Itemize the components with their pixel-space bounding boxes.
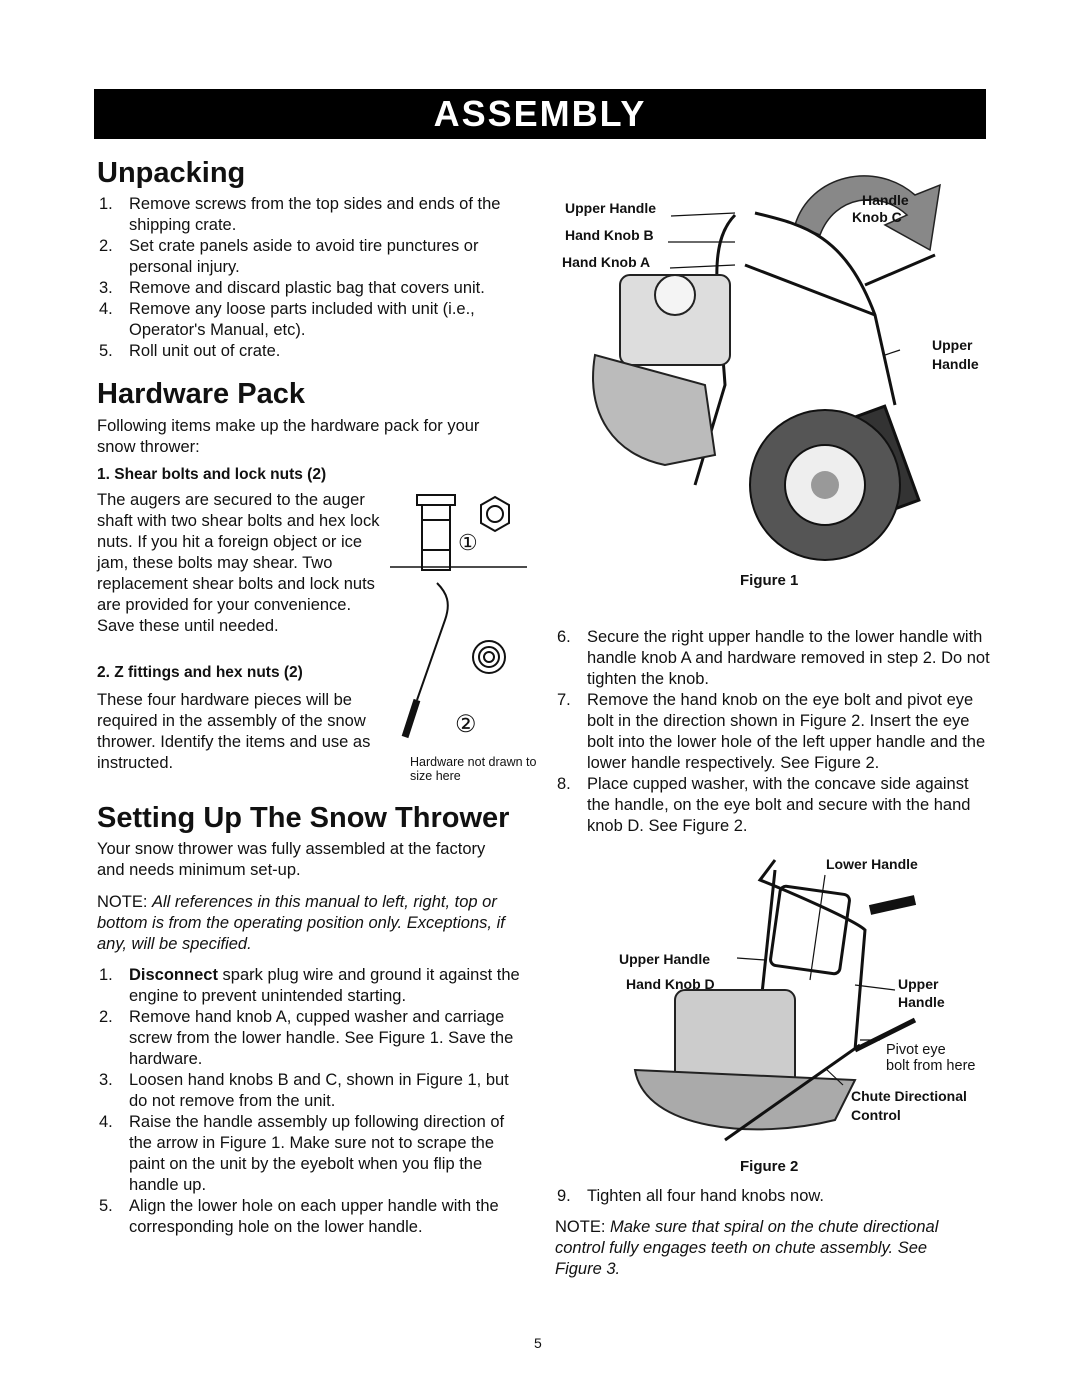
figure-2-caption: Figure 2 (740, 1158, 799, 1175)
engine-icon (592, 274, 731, 467)
list-item: 1.Remove screws from the top sides and e… (99, 195, 501, 234)
fig2-chute-label-1: Chute Directional (851, 1088, 967, 1104)
list-item: 5.Align the lower hole on each upper han… (99, 1197, 499, 1236)
shear-bolts-subheading: 1. Shear bolts and lock nuts (2) (97, 466, 327, 483)
fig2-upper-label-2: Handle (898, 994, 945, 1010)
list-item: 5.Roll unit out of crate. (99, 342, 281, 360)
list-item: 8.Place cupped washer, with the concave … (557, 775, 971, 835)
engine-icon (633, 989, 857, 1131)
figure-1-illustration (592, 175, 941, 561)
list-item: 3.Loosen hand knobs B and C, shown in Fi… (99, 1071, 509, 1110)
fig2-lower-handle-label: Lower Handle (826, 856, 918, 872)
z-fittings-text: These four hardware pieces will be requi… (97, 691, 371, 772)
eye-bolt-rod (724, 1017, 917, 1142)
hardware-heading: Hardware Pack (97, 378, 305, 410)
shear-bolts-text: The augers are secured to the auger shaf… (97, 491, 380, 635)
setup-intro: Your snow thrower was fully assembled at… (97, 840, 486, 879)
list-item: 7.Remove the hand knob on the eye bolt a… (557, 691, 986, 772)
list-item: 2.Remove hand knob A, cupped washer and … (99, 1008, 514, 1068)
chute-note: NOTE: Make sure that spiral on the chute… (555, 1217, 975, 1280)
pointer-lines (736, 874, 896, 1086)
setup-heading: Setting Up The Snow Thrower (97, 802, 510, 834)
note-label: NOTE: (555, 1218, 606, 1236)
fig1-hand-knob-b-label: Hand Knob B (565, 227, 654, 243)
direction-arrow-icon (794, 175, 941, 252)
fig1-upper-handle-label: Upper Handle (565, 200, 657, 216)
setup-note: NOTE: All references in this manual to l… (97, 892, 527, 955)
fig1-upper-label-2: Handle (932, 356, 979, 372)
hardware-illustration (390, 494, 527, 739)
fig2-chute-label-2: Control (851, 1107, 901, 1123)
hex-nut-2-icon (472, 640, 506, 674)
list-item: 3.Remove and discard plastic bag that co… (99, 279, 485, 297)
pointer-lines (668, 212, 901, 356)
note-text: All references in this manual to left, r… (97, 893, 505, 953)
fig2-pivot-label-2: bolt from here (886, 1058, 976, 1074)
fig2-pivot-label-1: Pivot eye (886, 1042, 946, 1058)
hardware-note: Hardware not drawn to size here (410, 755, 537, 783)
fig1-upper-label-1: Upper (932, 337, 973, 353)
hardware-intro: Following items make up the hardware pac… (97, 417, 480, 456)
callout-1: ① (458, 530, 478, 555)
step-9-list: 9.Tighten all four hand knobs now. (555, 1186, 990, 1207)
page-number: 5 (534, 1335, 542, 1351)
figure-1-caption: Figure 1 (740, 572, 799, 589)
z-fittings-subheading: 2. Z fittings and hex nuts (2) (97, 664, 303, 681)
steps-6-8-list: 6.Secure the right upper handle to the l… (555, 627, 990, 837)
fig1-handle-knob-c-label-2: Knob C (852, 209, 902, 225)
fig2-upper-label-1: Upper (898, 976, 939, 992)
shear-bolt-icon (416, 494, 456, 571)
fig1-hand-knob-a-label: Hand Knob A (562, 254, 651, 270)
figure-2-illustration (633, 859, 917, 1142)
fig2-upper-handle-label: Upper Handle (619, 951, 711, 967)
wheel-icon (749, 409, 901, 561)
z-fitting-icon (401, 582, 449, 739)
unpacking-list: 1.Remove screws from the top sides and e… (97, 194, 527, 362)
setup-list: 1.Disconnect spark plug wire and ground … (97, 965, 527, 1238)
list-item: 1.Disconnect spark plug wire and ground … (99, 966, 520, 1005)
list-item: 4.Remove any loose parts included with u… (99, 300, 475, 339)
list-item: 4.Raise the handle assembly up following… (99, 1113, 505, 1194)
callout-2: ② (455, 711, 477, 738)
unpacking-heading: Unpacking (97, 157, 246, 189)
note-text: Make sure that spiral on the chute direc… (555, 1218, 939, 1278)
list-item: 2.Set crate panels aside to avoid tire p… (99, 237, 479, 276)
list-item: 6.Secure the right upper handle to the l… (557, 628, 990, 688)
note-label: NOTE: (97, 893, 148, 911)
fig1-handle-knob-c-label-1: Handle (862, 192, 909, 208)
section-banner: ASSEMBLY (94, 89, 986, 139)
list-item: 9.Tighten all four hand knobs now. (557, 1187, 824, 1205)
fig2-hand-knob-d-label: Hand Knob D (626, 976, 715, 992)
hex-nut-icon (480, 495, 510, 533)
